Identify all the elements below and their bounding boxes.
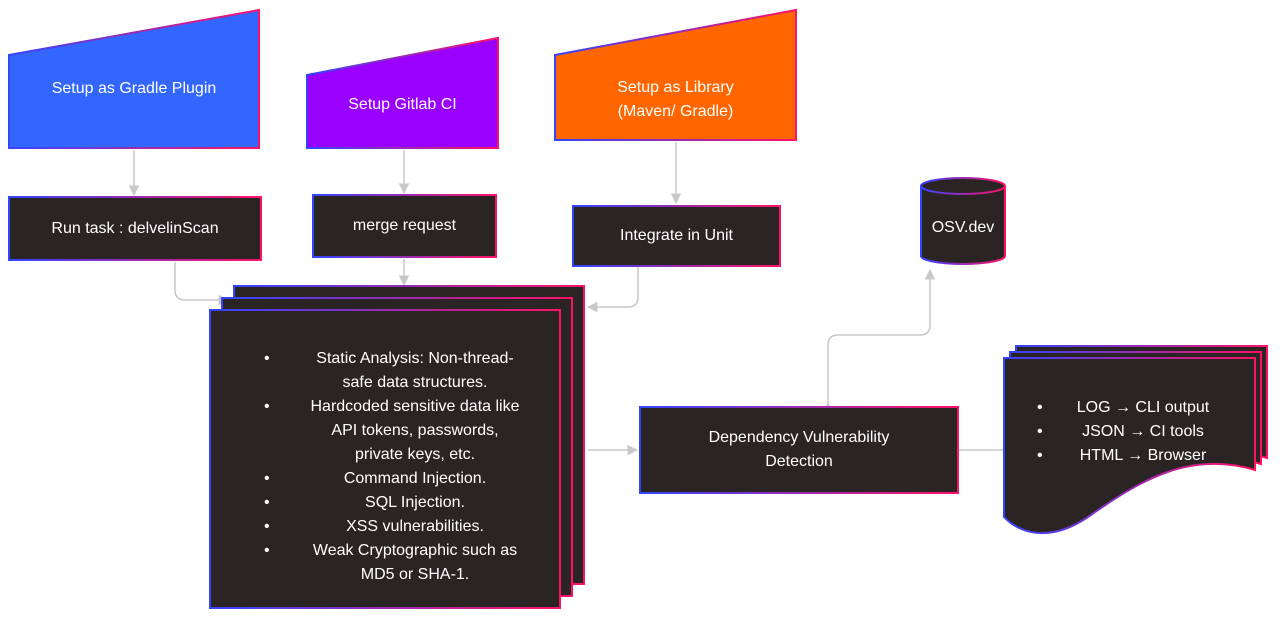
osv-text: OSV.dev bbox=[931, 219, 995, 236]
outputs-list: LOG → CLI output JSON → CI tools HTML → … bbox=[1037, 396, 1223, 468]
merge-request-text: merge request bbox=[352, 217, 457, 234]
gradle-plugin-text: Setup as Gradle Plugin bbox=[51, 80, 217, 97]
edge-dependency-osv bbox=[822, 268, 936, 413]
analysis-item-thread-safety: Static Analysis: Non-thread- safe data s… bbox=[264, 347, 540, 395]
gradle-plugin-node-shape bbox=[8, 8, 260, 149]
gitlab-ci-label: Setup Gitlab CI bbox=[307, 80, 498, 130]
dependency-text-line-2: Detection bbox=[765, 453, 833, 470]
analysis-item-command-injection: Command Injection. bbox=[264, 467, 540, 491]
integrate-unit-node-shape bbox=[572, 205, 781, 267]
library-label: Setup as Library (Maven/ Gradle) bbox=[555, 70, 796, 130]
output-item-html: HTML → Browser bbox=[1037, 444, 1223, 468]
analysis-item-xss: XSS vulnerabilities. bbox=[264, 515, 540, 539]
osv-cylinder-top bbox=[920, 177, 1006, 195]
library-text-line-1: Setup as Library bbox=[617, 79, 734, 96]
gitlab-ci-text: Setup Gitlab CI bbox=[348, 96, 457, 113]
edge-run-to-analysis bbox=[174, 262, 230, 306]
dependency-label: Dependency Vulnerability Detection bbox=[640, 407, 958, 493]
osv-cylinder-body bbox=[920, 186, 1006, 265]
integrate-unit-label: Integrate in Unit bbox=[573, 206, 780, 266]
dependency-node-shape bbox=[639, 406, 959, 494]
analysis-item-weak-crypto: Weak Cryptographic such as MD5 or SHA-1. bbox=[264, 539, 540, 587]
library-node-shape bbox=[554, 8, 797, 141]
edge-integrate-to-analysis bbox=[586, 267, 639, 313]
osv-label: OSV.dev bbox=[921, 200, 1005, 256]
static-analysis-list: Static Analysis: Non-thread- safe data s… bbox=[264, 347, 540, 587]
library-text-line-2: (Maven/ Gradle) bbox=[617, 103, 734, 120]
output-item-log: LOG → CLI output bbox=[1037, 396, 1223, 420]
run-task-text: Run task : delvelinScan bbox=[51, 219, 219, 237]
output-item-json: JSON → CI tools bbox=[1037, 420, 1223, 444]
analysis-item-hardcoded-secrets: Hardcoded sensitive data like API tokens… bbox=[264, 395, 540, 467]
merge-request-node-shape bbox=[312, 194, 497, 258]
run-task-label: Run task : delvelinScan bbox=[9, 197, 261, 260]
gradle-plugin-label: Setup as Gradle Plugin bbox=[9, 60, 259, 118]
run-task-node-shape bbox=[8, 196, 262, 261]
analysis-item-sql-injection: SQL Injection. bbox=[264, 491, 540, 515]
gitlab-ci-node-shape bbox=[306, 36, 499, 149]
integrate-unit-text: Integrate in Unit bbox=[620, 227, 733, 244]
dependency-text-line-1: Dependency Vulnerability bbox=[708, 429, 890, 446]
merge-request-label: merge request bbox=[313, 195, 496, 257]
